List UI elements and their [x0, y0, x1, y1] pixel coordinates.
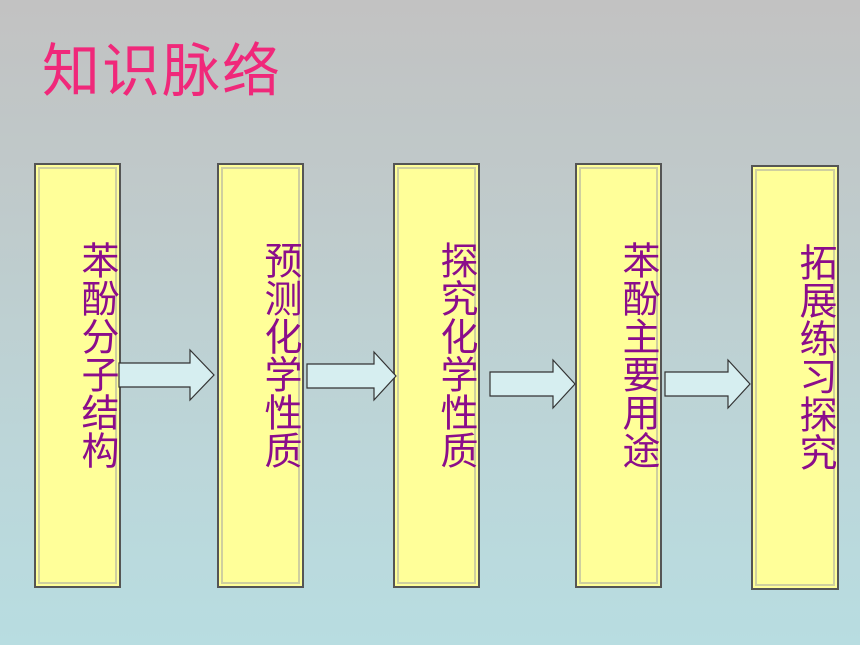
step-box-1: 苯酚分子结构: [34, 163, 121, 588]
step-label-5: 拓展练习探究: [793, 243, 837, 471]
arrow-2-icon: [306, 350, 397, 402]
step-label-4: 苯酚主要用途: [616, 241, 660, 469]
step-box-4: 苯酚主要用途: [575, 163, 662, 588]
arrow-1-icon: [118, 348, 215, 402]
step-label-2: 预测化学性质: [258, 241, 302, 469]
arrow-3-icon: [489, 358, 576, 410]
step-box-2: 预测化学性质: [217, 163, 304, 588]
step-label-3: 探究化学性质: [434, 241, 478, 469]
step-box-3: 探究化学性质: [393, 163, 480, 588]
arrow-4-icon: [664, 358, 751, 410]
page-title: 知识脉络: [42, 37, 283, 105]
step-label-1: 苯酚分子结构: [75, 241, 119, 469]
step-box-5: 拓展练习探究: [751, 165, 839, 590]
